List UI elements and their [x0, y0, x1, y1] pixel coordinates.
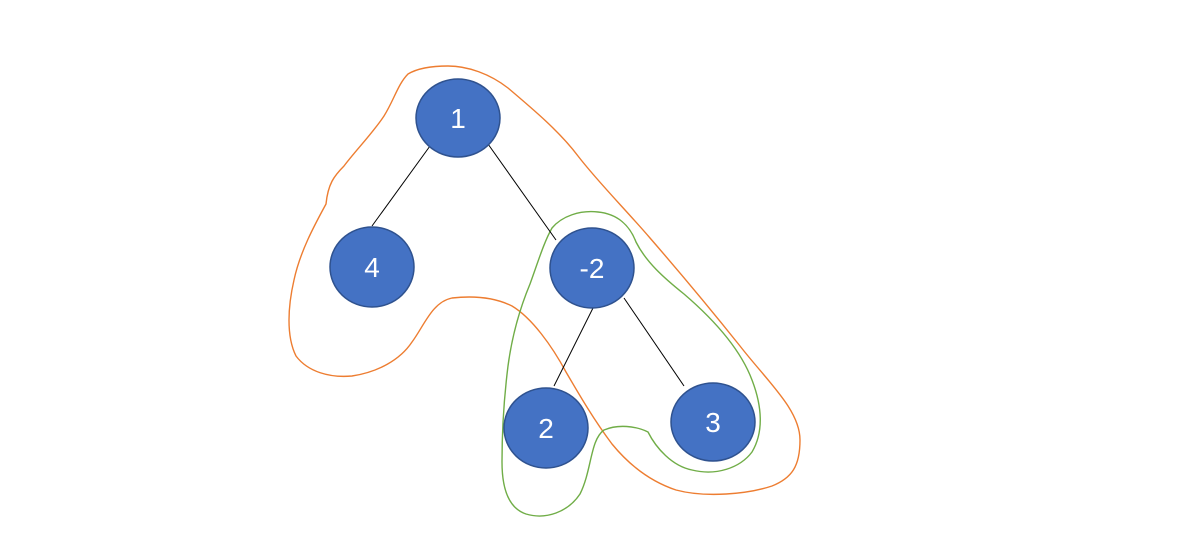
edge-1-to-4 [371, 145, 431, 227]
node-label: 1 [450, 103, 466, 134]
node-label: 3 [705, 407, 721, 438]
tree-node-right-left: 2 [503, 387, 589, 469]
tree-node-root: 1 [415, 78, 501, 158]
node-label: 2 [538, 413, 554, 444]
tree-node-right: -2 [549, 227, 635, 309]
node-circle [415, 78, 501, 158]
outer-path-outline [288, 65, 801, 496]
edge-1-to-neg2 [487, 143, 557, 241]
node-label: -2 [580, 253, 605, 284]
edge-neg2-to-2 [553, 305, 595, 387]
node-circle [670, 382, 756, 462]
tree-node-left: 4 [329, 226, 415, 308]
edge-neg2-to-3 [623, 297, 685, 387]
node-label: 4 [364, 252, 380, 283]
inner-path-outline [501, 210, 761, 517]
tree-node-right-right: 3 [670, 382, 756, 462]
node-circle [549, 227, 635, 309]
node-circle [329, 226, 415, 308]
node-circle [503, 387, 589, 469]
